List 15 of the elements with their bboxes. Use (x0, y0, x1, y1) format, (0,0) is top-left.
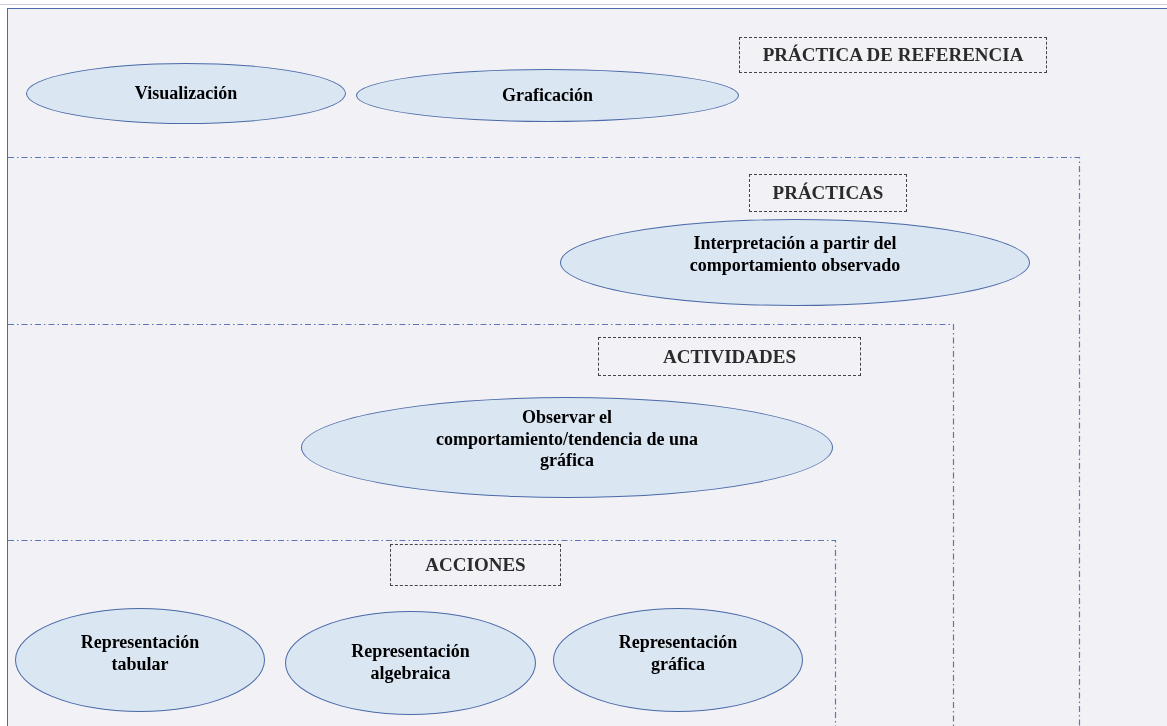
dash-dot-region (8, 540, 836, 726)
section-heading: ACCIONES (390, 544, 561, 586)
section-heading: PRÁCTICAS (749, 174, 907, 212)
ellipse-node: Visualización (26, 63, 346, 124)
ellipse-node: Representación algebraica (285, 611, 536, 715)
dash-dot-region (8, 157, 1080, 726)
dash-dot-region (8, 324, 954, 726)
ellipse-node: Representación tabular (15, 608, 265, 712)
ellipse-node: Representación gráfica (553, 608, 803, 712)
ellipse-node: Observar el comportamiento/tendencia de una gráfica (301, 397, 833, 498)
section-heading: PRÁCTICA DE REFERENCIA (739, 37, 1047, 73)
outer-frame (7, 8, 1167, 726)
section-heading: ACTIVIDADES (598, 337, 861, 376)
ellipse-node: Interpretación a partir del comportamiento observado (560, 219, 1030, 306)
ellipse-node: Graficación (356, 69, 739, 122)
